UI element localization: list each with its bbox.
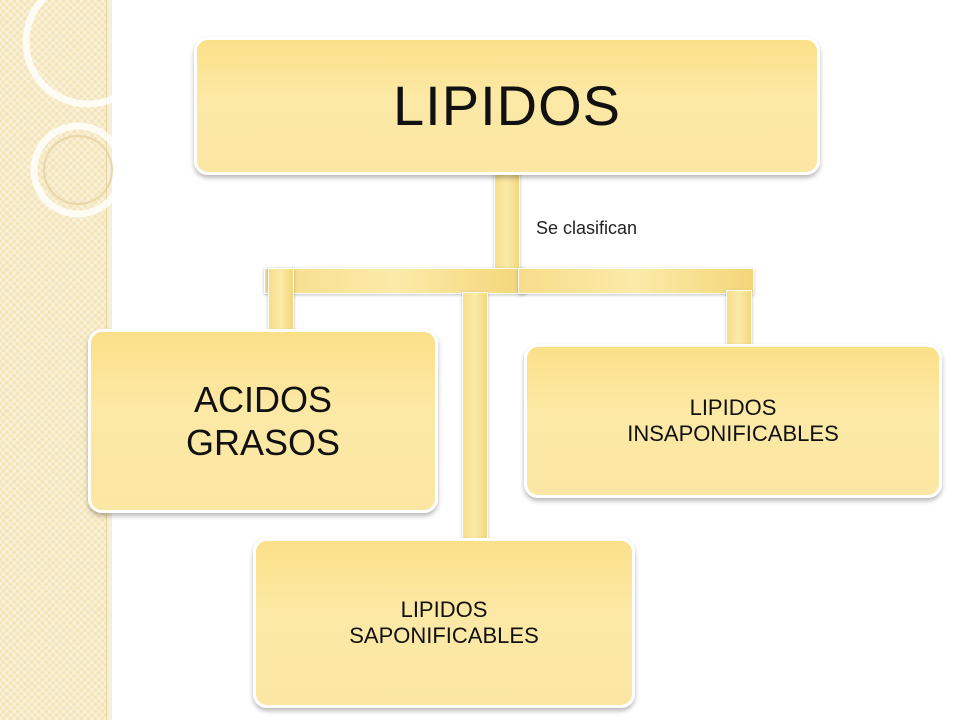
relation-label: Se clasifican — [536, 218, 638, 238]
decorative-circles — [22, 0, 130, 218]
child-node-lipidos-saponificables: LIPIDOS SAPONIFICABLES — [253, 538, 635, 708]
connector-horizontal-bar-left — [264, 268, 526, 294]
root-node-label: LIPIDOS — [393, 74, 621, 138]
child-node-lipidos-insaponificables: LIPIDOS INSAPONIFICABLES — [524, 344, 942, 498]
connector-root-vertical — [494, 169, 520, 273]
child-node-label: ACIDOS GRASOS — [185, 378, 341, 463]
child-node-label: LIPIDOS SAPONIFICABLES — [349, 596, 539, 648]
connector-horizontal-bar-right — [518, 268, 754, 294]
connector-acidos-vertical — [268, 268, 294, 332]
child-node-acidos-grasos: ACIDOS GRASOS — [88, 329, 438, 513]
connector-insaponificables-vertical — [726, 290, 752, 347]
connector-saponificables-vertical — [462, 292, 488, 542]
child-node-label: LIPIDOS INSAPONIFICABLES — [627, 394, 839, 446]
root-node-lipidos: LIPIDOS — [194, 37, 820, 175]
